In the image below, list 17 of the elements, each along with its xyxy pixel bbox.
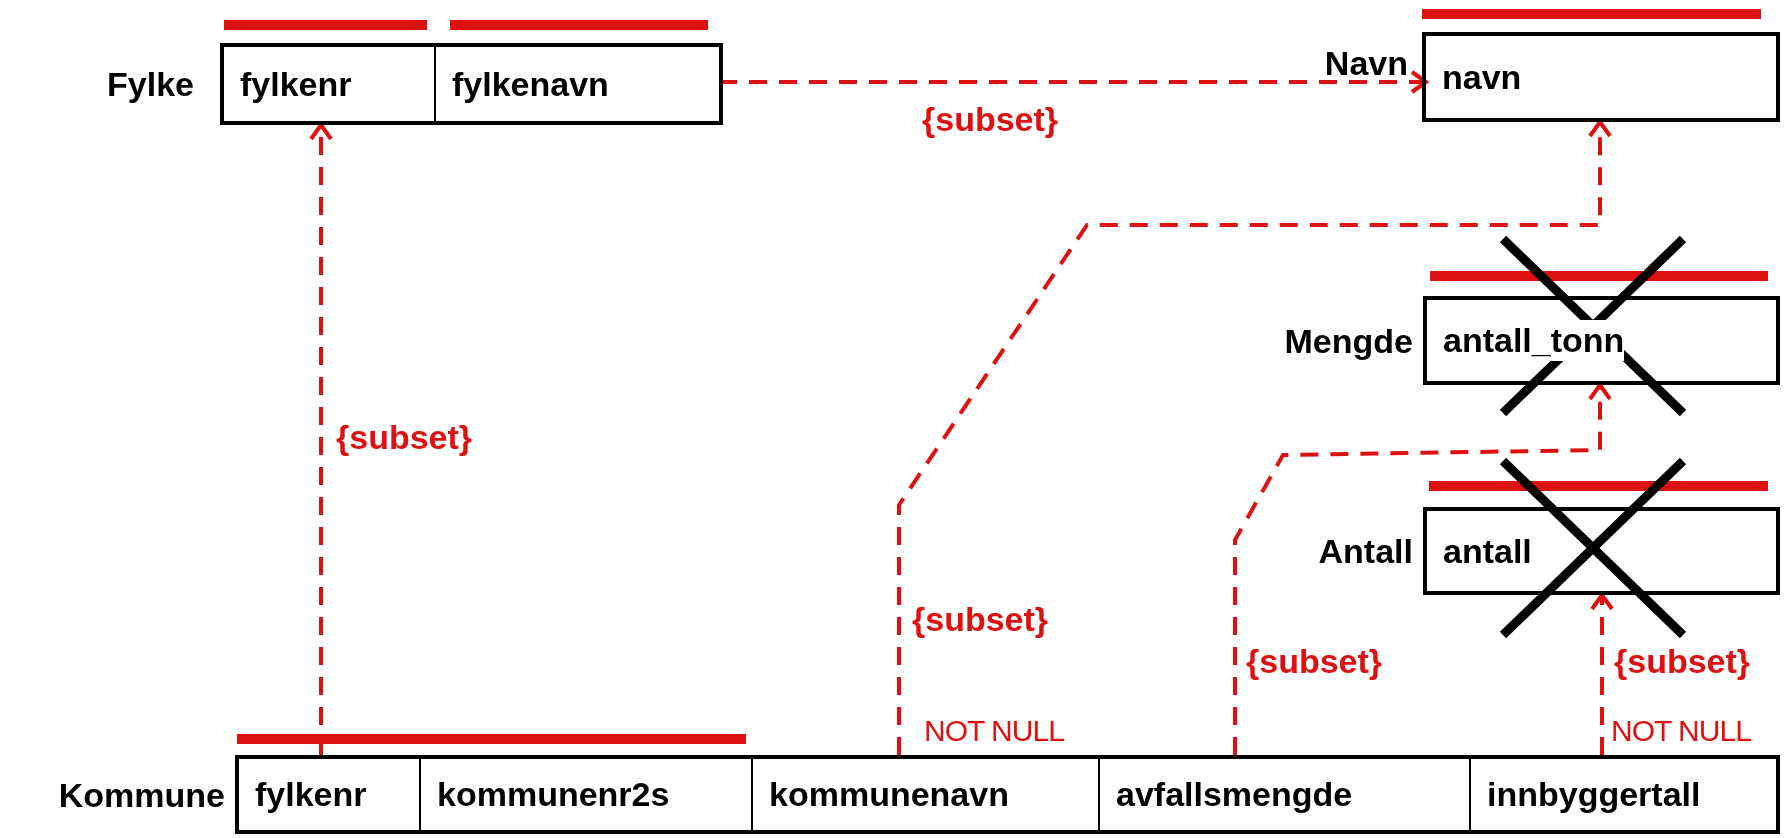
constraint-note: NOT NULL [1611, 714, 1751, 748]
constraint-note: NOT NULL [924, 714, 1064, 748]
table-name: Fylke [107, 64, 194, 104]
arrow [897, 120, 1612, 755]
edge-label: {subset} [336, 418, 473, 457]
edge-label: {subset} [912, 600, 1049, 639]
edge-label: {subset} [1246, 642, 1383, 681]
table-name: Navn [1324, 44, 1408, 83]
column-name: antall_tonn [1443, 320, 1625, 361]
table-name: Mengde [1284, 321, 1413, 360]
table-name: Kommune [58, 775, 225, 814]
edge-label: {subset} [922, 100, 1059, 139]
arrow [309, 123, 333, 755]
table-name: Antall [1318, 531, 1413, 571]
arrow [1590, 593, 1614, 755]
arrow [1233, 383, 1612, 755]
edge-label: {subset} [1614, 642, 1751, 681]
